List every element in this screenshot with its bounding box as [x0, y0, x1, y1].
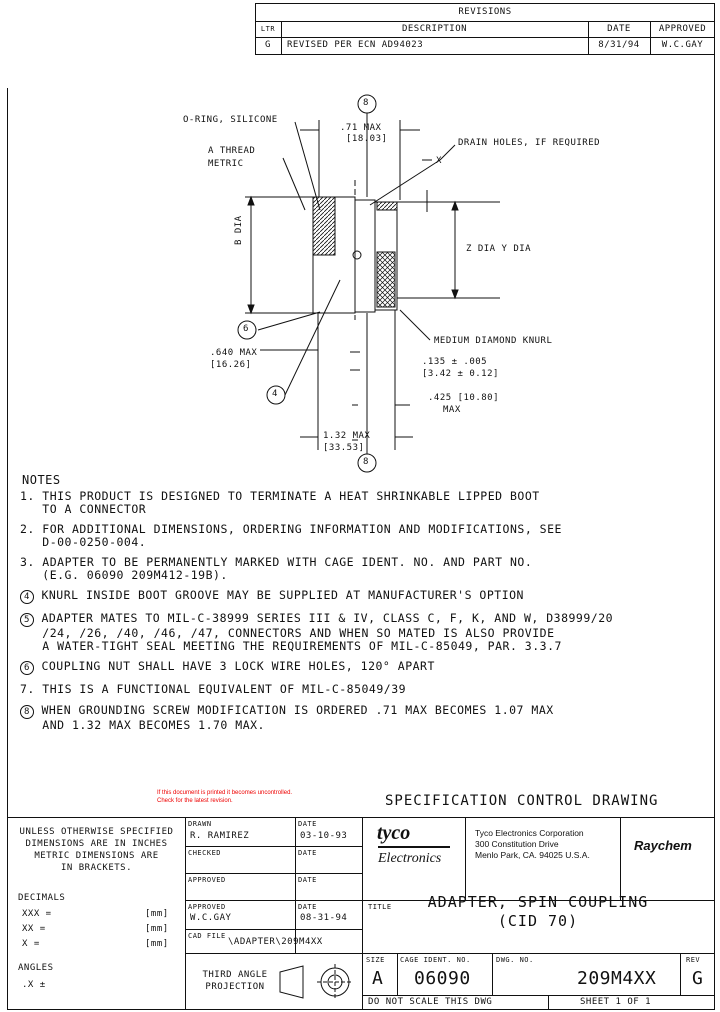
cage-label: CAGE IDENT. NO.: [400, 956, 471, 964]
approved2-date-label: DATE: [298, 903, 317, 911]
dwg-label: DWG. NO.: [496, 956, 534, 964]
callout-8-top: 8: [363, 98, 369, 108]
company-address: Tyco Electronics Corporation 300 Constit…: [475, 828, 590, 860]
label-knurl: MEDIUM DIAMOND KNURL: [434, 336, 553, 346]
label-dim132-mm: [33.53]: [323, 443, 365, 453]
approved1-date-label: DATE: [298, 876, 317, 884]
border-left: [7, 88, 8, 1010]
title-line-2: (CID 70): [497, 912, 579, 930]
label-dim132: 1.32 MAX: [323, 431, 371, 441]
label-zdia: Z DIA Y DIA: [466, 244, 532, 254]
label-x: X: [436, 156, 442, 166]
sheet-number: SHEET 1 OF 1: [580, 997, 652, 1007]
approved2-value: W.C.GAY: [190, 913, 232, 923]
label-dim135-mm: [3.42 ± 0.12]: [422, 369, 499, 379]
rev-row-date: 8/31/94: [598, 40, 640, 50]
tol-mm-1: [mm]: [145, 909, 169, 919]
tol-xx: XX =: [22, 924, 46, 934]
label-dim640: .640 MAX: [210, 348, 258, 358]
revisions-table: [255, 3, 715, 55]
note-1-cont: TO A CONNECTOR: [20, 501, 147, 516]
note-3-cont: (E.G. 06090 209M412-19B).: [20, 567, 228, 582]
tolerance-notes: UNLESS OTHERWISE SPECIFIED DIMENSIONS AR…: [19, 827, 174, 873]
cad-file-label: CAD FILE: [188, 932, 226, 940]
tol-xxx: XXX =: [22, 909, 52, 919]
tyco-logo: tyco: [377, 822, 411, 844]
cad-file-value: \ADAPTER\209M4XX: [228, 937, 323, 947]
note-2: 2. FOR ADDITIONAL DIMENSIONS, ORDERING I…: [20, 522, 562, 536]
label-b-dia: B DIA: [234, 215, 244, 245]
drawn-label: DRAWN: [188, 820, 212, 828]
dwg-value: 209M4XX: [577, 968, 657, 989]
note-8-cont: AND 1.32 MAX BECOMES 1.70 MAX.: [20, 717, 265, 732]
title-block-top: [7, 817, 715, 818]
notes-title: NOTES: [22, 473, 61, 487]
label-dim640-mm: [16.26]: [210, 360, 252, 370]
note-2-cont: D-00-0250-004.: [20, 534, 147, 549]
label-athread: A THREAD: [208, 146, 256, 156]
adapter-drawing: [237, 94, 500, 473]
latest-revision-warning: Check for the latest revision.: [157, 798, 233, 804]
uncontrolled-warning: If this document is printed it becomes u…: [157, 790, 293, 796]
label-dim425-max: MAX: [443, 405, 461, 415]
note-8: 8 WHEN GROUNDING SCREW MODIFICATION IS O…: [20, 703, 613, 719]
angles-x: .X ±: [22, 980, 46, 990]
third-angle-projection-icon: [279, 964, 353, 1000]
rev-col-description: DESCRIPTION: [401, 24, 468, 34]
label-dim71: .71 MAX: [340, 123, 382, 133]
notes-list: 1. THIS PRODUCT IS DESIGNED TO TERMINATE…: [20, 490, 613, 731]
callout-6: 6: [243, 324, 249, 334]
rev-value: G: [692, 968, 704, 989]
label-dim425: .425 [10.80]: [428, 393, 500, 403]
rev-col-ltr: LTR: [260, 25, 276, 33]
label-oring: O-RING, SILICONE: [183, 115, 278, 125]
tol-x: X =: [22, 939, 40, 949]
callout-4: 4: [272, 389, 278, 399]
checked-label: CHECKED: [188, 849, 222, 857]
drawn-date-label: DATE: [298, 820, 317, 828]
tol-mm-2: [mm]: [145, 924, 169, 934]
label-drain: DRAIN HOLES, IF REQUIRED: [458, 138, 601, 148]
spec-control-title: SPECIFICATION CONTROL DRAWING: [385, 793, 659, 809]
tol-mm-3: [mm]: [145, 939, 169, 949]
size-value: A: [372, 968, 384, 989]
approved2-label: APPROVED: [188, 903, 226, 911]
rev-row-approved: W.C.GAY: [661, 40, 704, 50]
note-6: 6 COUPLING NUT SHALL HAVE 3 LOCK WIRE HO…: [20, 660, 613, 675]
approved2-date: 08-31-94: [300, 913, 348, 923]
drawn-value: R. RAMIREZ: [190, 831, 250, 841]
size-label: SIZE: [366, 956, 385, 964]
label-dim135: .135 ± .005: [422, 357, 488, 367]
title-label: TITLE: [368, 903, 392, 911]
cage-value: 06090: [414, 968, 471, 989]
raychem-logo: Raychem: [634, 838, 692, 853]
label-dim71-mm: [18.03]: [346, 134, 388, 144]
projection-text: THIRD ANGLE PROJECTION: [202, 970, 268, 992]
note-7: 7. THIS IS A FUNCTIONAL EQUIVALENT OF MI…: [20, 682, 407, 696]
electronics-logo: Electronics: [378, 851, 442, 866]
rev-row-ltr: G: [265, 40, 271, 50]
rev-col-date: DATE: [607, 24, 631, 34]
label-metric: METRIC: [208, 159, 244, 169]
border-right: [714, 55, 715, 1010]
callout-8-bottom: 8: [363, 457, 369, 467]
title-line-1: ADAPTER, SPIN COUPLING: [427, 893, 649, 911]
note-3: 3. ADAPTER TO BE PERMANENTLY MARKED WITH…: [20, 555, 533, 569]
no-scale-note: DO NOT SCALE THIS DWG: [368, 997, 493, 1007]
checked-date-label: DATE: [298, 849, 317, 857]
rev-row-description: REVISED PER ECN AD94023: [287, 40, 424, 50]
tyco-logo-bar: [378, 846, 450, 848]
note-4: 4 KNURL INSIDE BOOT GROOVE MAY BE SUPPLI…: [20, 589, 613, 604]
note-1: 1. THIS PRODUCT IS DESIGNED TO TERMINATE…: [20, 489, 540, 503]
rev-col-approved: APPROVED: [658, 24, 707, 34]
note-5-cont1: /24, /26, /40, /46, /47, CONNECTORS AND …: [20, 626, 555, 640]
note-5: 5 ADAPTER MATES TO MIL-C-38999 SERIES II…: [20, 612, 613, 627]
note-5-cont2: A WATER-TIGHT SEAL MEETING THE REQUIREME…: [20, 638, 562, 653]
angles-label: ANGLES: [18, 963, 54, 973]
rev-label: REV: [686, 956, 701, 964]
decimals-label: DECIMALS: [18, 893, 66, 903]
drawn-date: 03-10-93: [300, 831, 348, 841]
approved1-label: APPROVED: [188, 876, 226, 884]
revisions-header: REVISIONS: [458, 7, 512, 17]
